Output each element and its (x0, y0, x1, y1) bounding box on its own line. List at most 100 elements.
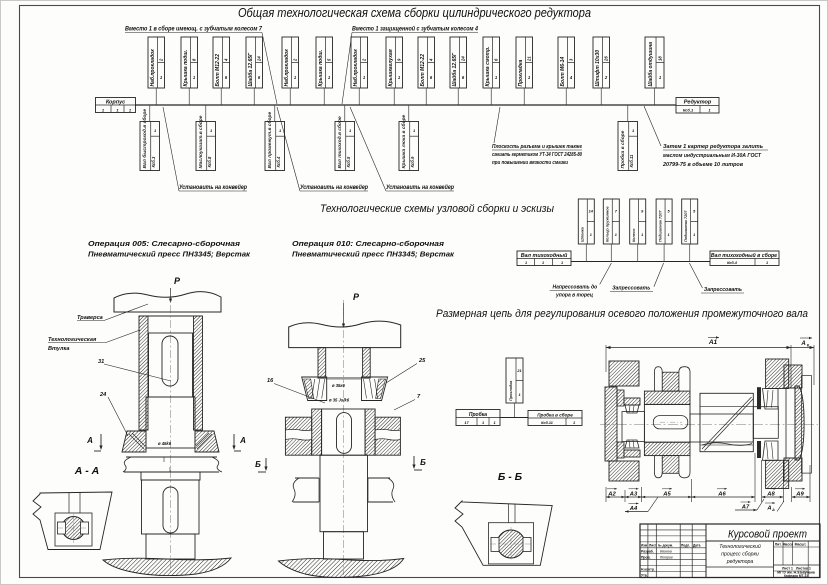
svg-text:Вал промежут.в сборе: Вал промежут.в сборе (266, 111, 273, 168)
svg-text:Ксб.5: Ксб.5 (346, 156, 351, 167)
svg-text:21: 21 (527, 56, 532, 62)
svg-text:Вместо 1 в сборе имеющ. с зубч: Вместо 1 в сборе имеющ. с зубчатым колес… (125, 25, 262, 33)
svg-text:Редуктор: Редуктор (684, 100, 712, 106)
svg-text:Шайба 12.65Г: Шайба 12.65Г (247, 52, 254, 87)
svg-text:14: 14 (589, 210, 594, 214)
svg-text:5: 5 (327, 58, 332, 61)
svg-text:А9: А9 (795, 491, 804, 497)
svg-text:Ксб.11: Ксб.11 (629, 154, 634, 168)
svg-text:Запрессовать: Запрессовать (612, 286, 650, 292)
svg-text:А: А (766, 506, 771, 512)
svg-text:Технологический: Технологический (719, 543, 761, 550)
svg-text:1: 1 (279, 128, 282, 133)
svg-text:Технологические схемы узловой: Технологические схемы узловой сборки и э… (320, 203, 554, 215)
svg-text:1: 1 (154, 128, 157, 133)
svg-text:Дата: Дата (693, 544, 701, 548)
svg-text:А7: А7 (741, 505, 750, 511)
svg-text:6: 6 (462, 75, 465, 80)
svg-text:Пробка в сборе: Пробка в сборе (537, 412, 573, 418)
svg-text:А3: А3 (629, 491, 638, 497)
svg-text:4: 4 (569, 75, 573, 80)
svg-text:Лист: Лист (649, 544, 657, 548)
svg-text:21: 21 (516, 369, 521, 373)
svg-text:1: 1 (116, 108, 119, 113)
svg-text:Колесо: Колесо (632, 228, 636, 242)
svg-text:1: 1 (129, 108, 132, 113)
svg-text:Разраб.: Разраб. (641, 550, 654, 554)
svg-text:А: А (86, 436, 93, 445)
svg-text:9: 9 (641, 210, 644, 214)
svg-text:Δ: Δ (771, 508, 775, 512)
svg-text:2: 2 (604, 75, 608, 80)
svg-text:1: 1 (495, 75, 498, 80)
svg-text:20799-75 в объеме 10 литров: 20799-75 в объеме 10 литров (662, 161, 744, 168)
svg-text:1: 1 (518, 393, 520, 397)
svg-text:Пневматический пресс ПН3345; В: Пневматический пресс ПН3345; Верстак (88, 250, 251, 259)
svg-text:Операция 005: Слесарно-сборочн: Операция 005: Слесарно-сборочная (88, 239, 241, 248)
svg-text:Вал тихоходный: Вал тихоходный (521, 252, 568, 259)
svg-text:24: 24 (99, 392, 107, 398)
svg-text:Масса: Масса (783, 543, 794, 547)
svg-text:Наб.прокладок: Наб.прокладок (149, 49, 156, 87)
svg-text:Технологическая: Технологическая (48, 337, 97, 343)
svg-text:Штифт 10х30: Штифт 10х30 (594, 50, 601, 87)
svg-text:1: 1 (363, 75, 366, 80)
svg-text:Крышка подш.: Крышка подш. (318, 50, 324, 87)
svg-text:5: 5 (693, 210, 696, 214)
svg-text:17: 17 (464, 421, 469, 425)
svg-text:Б - Б: Б - Б (498, 471, 523, 483)
svg-text:Болт М12-22: Болт М12-22 (420, 54, 426, 87)
svg-text:Пробка: Пробка (469, 411, 487, 418)
svg-text:4: 4 (224, 58, 229, 62)
svg-text:Лист 1: Лист 1 (782, 567, 793, 571)
svg-text:Курсовой проект: Курсовой проект (728, 529, 807, 541)
svg-text:ø 35 Js/k6: ø 35 Js/k6 (329, 398, 350, 403)
svg-text:P: P (353, 292, 360, 302)
svg-text:1: 1 (328, 75, 331, 80)
svg-text:4: 4 (429, 58, 434, 62)
svg-text:Корпус: Корпус (106, 100, 125, 106)
svg-text:1: 1 (573, 421, 575, 425)
svg-text:Вместо 1 защищенной с зубчатым: Вместо 1 защищенной с зубчатым колесом 4 (352, 25, 478, 33)
svg-text:Пневматический пресс ПН3345; В: Пневматический пресс ПН3345; Верстак (292, 250, 455, 259)
svg-text:9: 9 (397, 58, 402, 61)
svg-text:Подп.: Подп. (681, 544, 690, 548)
svg-text:1: 1 (413, 128, 416, 133)
svg-text:Напрессовать до: Напрессовать до (553, 285, 598, 291)
svg-text:А2: А2 (607, 491, 616, 497)
svg-text:Утв.: Утв. (641, 573, 648, 577)
svg-text:Крышка подш.: Крышка подш. (183, 50, 189, 87)
svg-text:Крышка люка в сборе: Крышка люка в сборе (400, 114, 407, 168)
svg-text:Маслоуказат.в сборе: Маслоуказат.в сборе (197, 115, 204, 168)
svg-text:1: 1 (693, 233, 695, 237)
svg-text:1: 1 (294, 75, 297, 80)
svg-text:Петров: Петров (660, 556, 673, 560)
svg-text:6: 6 (258, 75, 261, 80)
svg-text:Кафедра МТ-13: Кафедра МТ-13 (784, 574, 808, 578)
svg-text:А4: А4 (629, 506, 638, 512)
svg-text:Вал быстроход.в сборе: Вал быстроход.в сборе (141, 109, 148, 169)
svg-text:МГТУ им. Н.Э.Баумана: МГТУ им. Н.Э.Баумана (777, 571, 815, 575)
svg-text:Прокладка: Прокладка (509, 381, 513, 401)
svg-text:Крышкаглухая: Крышкаглухая (388, 49, 394, 86)
svg-text:Шпонка: Шпонка (581, 227, 585, 242)
svg-text:1: 1 (590, 233, 592, 237)
svg-text:смазать герметиком УТ-34 ГОСТ: смазать герметиком УТ-34 ГОСТ 24285-80 (492, 152, 582, 158)
svg-text:7: 7 (615, 210, 618, 214)
svg-text:26: 26 (604, 56, 609, 62)
svg-text:1: 1 (668, 233, 670, 237)
svg-text:ø 35к6: ø 35к6 (332, 383, 346, 388)
svg-text:Установить на конвейер: Установить на конвейер (300, 183, 368, 191)
svg-text:Ксб.8: Ксб.8 (207, 156, 212, 167)
svg-text:6: 6 (430, 75, 433, 80)
svg-text:А: А (239, 436, 246, 445)
svg-text:24: 24 (461, 56, 466, 62)
svg-text:Подшипник 7207: Подшипник 7207 (684, 210, 688, 242)
svg-text:А - А: А - А (74, 465, 100, 477)
svg-text:2: 2 (362, 58, 367, 62)
svg-text:7: 7 (417, 394, 421, 400)
svg-text:Ксб.9: Ксб.9 (410, 156, 415, 167)
svg-text:№ докум.: № докум. (658, 544, 673, 548)
svg-text:Шайба отдушина: Шайба отдушина (647, 42, 654, 87)
svg-text:1: 1 (349, 128, 352, 133)
